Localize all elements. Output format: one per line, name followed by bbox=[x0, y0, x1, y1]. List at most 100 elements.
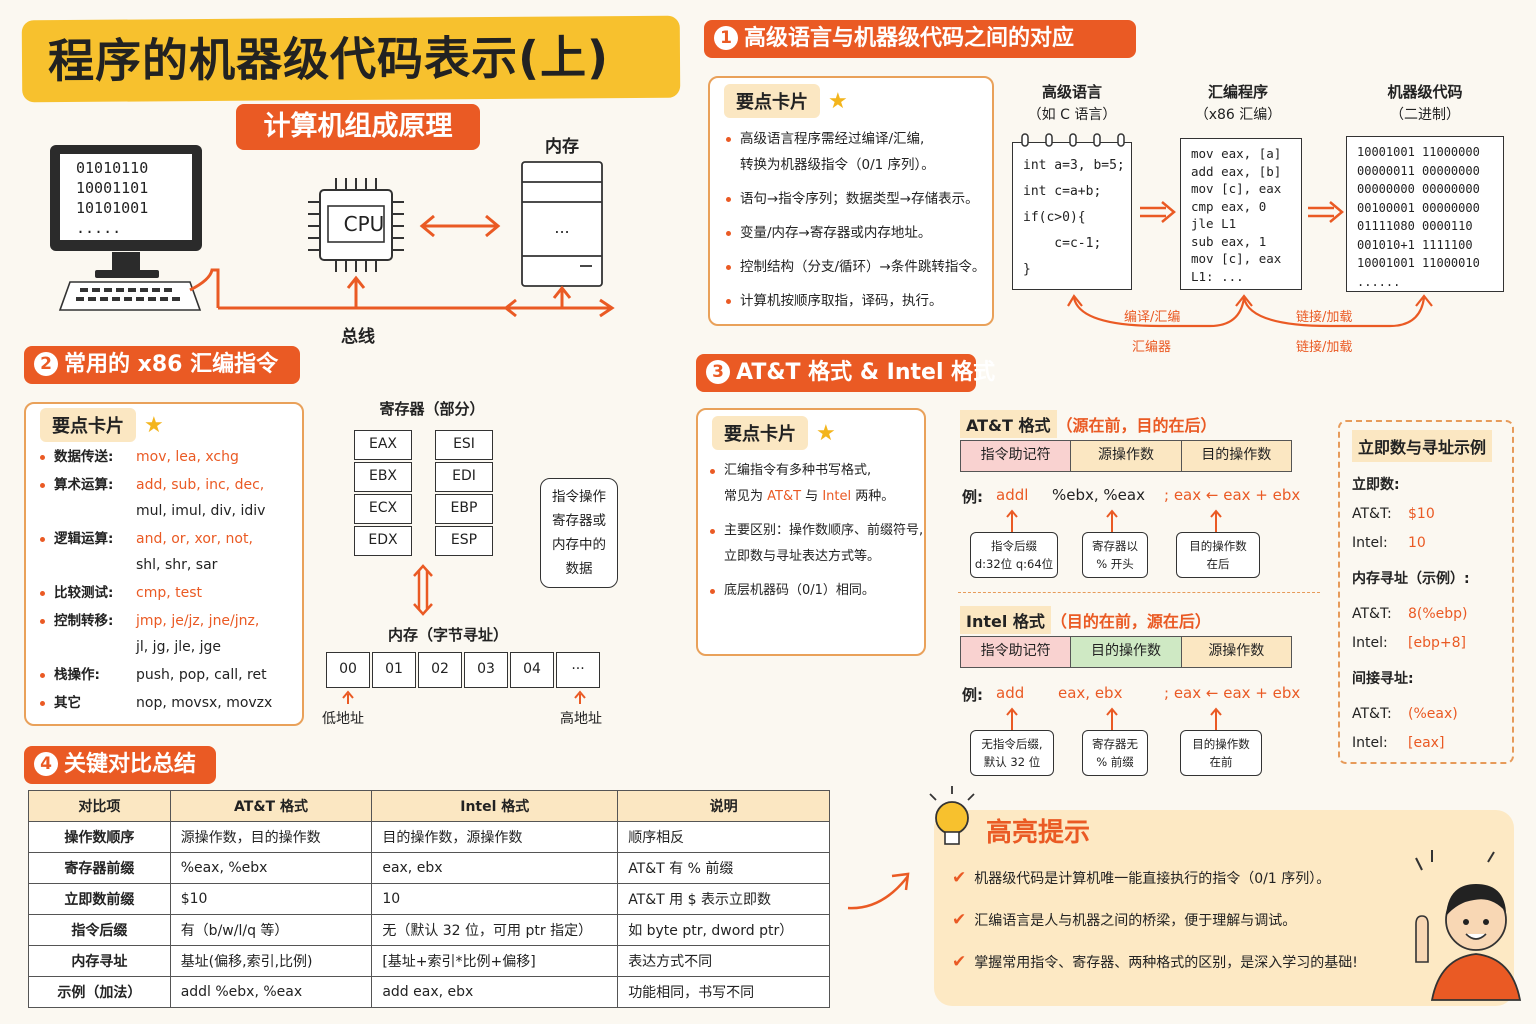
table-row: 指令后缀有（b/w/l/q 等）无（默认 32 位，可用 ptr 指定）如 by… bbox=[28, 914, 830, 946]
col-c-title: 高级语言 bbox=[1041, 83, 1102, 101]
att-example-op: addl bbox=[996, 486, 1029, 504]
highlight-panel bbox=[934, 810, 1514, 1006]
section1-card: 要点卡片★ 高级语言程序需经过编译/汇编, 转换为机器级指令（0/1 序列）。 … bbox=[708, 76, 994, 326]
card-tag: 要点卡片 bbox=[724, 84, 820, 118]
register-ecx: ECX bbox=[354, 494, 412, 524]
right-arrow-icon bbox=[1308, 201, 1344, 223]
section2-card: 要点卡片 ★ bbox=[24, 402, 304, 726]
section3-card: 要点卡片★ 汇编指令有多种书写格式, 常见为 AT&T 与 Intel 两种。 … bbox=[696, 408, 926, 656]
col-bin-sub: （二进制） bbox=[1390, 107, 1460, 123]
instr-row: 控制转移:jmp, je/jz, jne/jnz,jl, jg, jle, jg… bbox=[40, 608, 302, 662]
format-names-line: 常见为 AT&T 与 Intel 两种。 bbox=[724, 489, 895, 504]
bus-line bbox=[218, 275, 615, 318]
intel-note-register: 寄存器无 % 前缀 bbox=[1082, 730, 1148, 776]
star-icon: ★ bbox=[816, 421, 836, 446]
link-label-1: 链接/加载 bbox=[1296, 310, 1353, 325]
register-ebx: EBX bbox=[354, 462, 412, 492]
vertical-double-arrow-icon bbox=[413, 564, 433, 616]
att-operand-bar: 指令助记符 源操作数 目的操作数 bbox=[960, 440, 1292, 472]
highlight-title: 高亮提示 bbox=[986, 818, 1091, 848]
register-ebp: EBP bbox=[435, 494, 493, 524]
card-tag: 要点卡片 bbox=[40, 408, 136, 442]
table-row: 操作数顺序源操作数，目的操作数目的操作数，源操作数顺序相反 bbox=[28, 821, 830, 853]
tip-item: ✔汇编语言是人与机器之间的桥梁，便于理解与调试。 bbox=[952, 910, 1297, 930]
intel-example-label: 例: bbox=[962, 686, 983, 704]
table-row: 内存寻址基址(偏移,索引,比例)[基址+索引*比例+偏移]表达方式不同 bbox=[28, 945, 830, 977]
instr-row: 逻辑运算:and, or, xor, not,shl, shr, sar bbox=[40, 526, 302, 580]
instr-row: 数据传送:mov, lea, xchg bbox=[40, 444, 302, 472]
register-esp: ESP bbox=[435, 526, 493, 556]
memory-cell: 04 bbox=[510, 652, 554, 688]
register-title: 寄存器（部分） bbox=[379, 400, 485, 418]
instruction-list: 数据传送:mov, lea, xchg 算术运算:add, sub, inc, … bbox=[40, 444, 302, 718]
right-arrow-icon bbox=[1140, 201, 1176, 223]
memory-cell: 02 bbox=[418, 652, 462, 688]
register-edi: EDI bbox=[435, 462, 493, 492]
instr-row: 比较测试:cmp, test bbox=[40, 580, 302, 608]
cpu-label: CPU bbox=[343, 212, 385, 236]
intel-example-op: add bbox=[996, 684, 1025, 702]
memory-cell: 00 bbox=[326, 652, 370, 688]
att-format-title: AT&T 格式（源在前，目的在后） bbox=[960, 410, 1217, 438]
notebook-rings-icon bbox=[1021, 133, 1125, 147]
check-icon: ✔ bbox=[952, 952, 967, 972]
star-icon: ★ bbox=[144, 413, 164, 438]
asm-code-block: mov eax, [a] add eax, [b] mov [c], eax c… bbox=[1180, 138, 1302, 290]
col-asm-title: 汇编程序 bbox=[1207, 83, 1268, 101]
tip-item: ✔机器级代码是计算机唯一能直接执行的指令（0/1 序列）。 bbox=[952, 868, 1331, 888]
intel-note-suffix: 无指令后缀, 默认 32 位 bbox=[970, 730, 1054, 776]
addressing-title: 立即数与寻址示例 bbox=[1352, 430, 1493, 462]
flow-curve-arrows bbox=[1067, 294, 1433, 328]
memory-cell: 01 bbox=[372, 652, 416, 688]
person-illustration bbox=[1415, 850, 1522, 1001]
check-icon: ✔ bbox=[952, 910, 967, 930]
att-example-args: %ebx, %eax bbox=[1052, 486, 1145, 504]
memory-title: 内存（字节寻址） bbox=[387, 626, 508, 644]
intel-format-title: Intel 格式（目的在前，源在后） bbox=[960, 606, 1211, 634]
page-title: 程序的机器级代码表示(上) bbox=[21, 15, 681, 103]
register-edx: EDX bbox=[354, 526, 412, 556]
double-arrow-icon bbox=[419, 214, 501, 238]
low-address-label: 低地址 bbox=[322, 711, 364, 727]
intel-example-comment: ; eax ← eax + ebx bbox=[1164, 684, 1301, 702]
col-c-sub: （如 C 语言） bbox=[1027, 107, 1117, 123]
att-note-register: 寄存器以 % 开头 bbox=[1082, 532, 1148, 578]
screen-binary: 01010110 10001101 10101001 ..... bbox=[76, 159, 149, 237]
att-note-suffix: 指令后缀 d:32位 q:64位 bbox=[970, 532, 1058, 578]
c-code-block: int a=3, b=5; int c=a+b; if(c>0){ c=c-1;… bbox=[1012, 142, 1132, 290]
page-subtitle: 计算机组成原理 bbox=[236, 104, 480, 150]
intel-pointer-arrows bbox=[1006, 707, 1222, 730]
att-pointer-arrows bbox=[1006, 509, 1222, 532]
intel-note-dest: 目的操作数 在前 bbox=[1180, 730, 1262, 776]
intel-example-args: eax, ebx bbox=[1058, 684, 1123, 702]
keyboard-icon bbox=[58, 281, 202, 311]
cpu-chip-icon bbox=[308, 178, 404, 272]
lightbulb-icon bbox=[929, 786, 975, 845]
table-header-row: 对比项 AT&T 格式 Intel 格式 说明 bbox=[28, 790, 830, 822]
check-icon: ✔ bbox=[952, 868, 967, 888]
att-note-dest: 目的操作数 在后 bbox=[1176, 532, 1260, 578]
instr-row: 算术运算:add, sub, inc, dec,mul, imul, div, … bbox=[40, 472, 302, 526]
tip-item: ✔掌握常用指令、寄存器、两种格式的区别，是深入学习的基础! bbox=[952, 952, 1358, 972]
col-asm-sub: （x86 汇编） bbox=[1194, 107, 1282, 123]
card-tag: 要点卡片 bbox=[712, 416, 808, 450]
att-example-label: 例: bbox=[962, 488, 983, 506]
high-address-label: 高地址 bbox=[560, 711, 602, 727]
address-arrows bbox=[342, 690, 586, 704]
assembler-label: 汇编器 bbox=[1132, 340, 1172, 355]
att-example-comment: ; eax ← eax + ebx bbox=[1164, 486, 1301, 504]
divider bbox=[958, 592, 1320, 593]
binary-code-block: 10001001 11000000 00000011 00000000 0000… bbox=[1346, 136, 1504, 292]
memory-label: 内存 bbox=[545, 137, 579, 157]
link-label-2: 链接/加载 bbox=[1296, 340, 1353, 355]
register-esi: ESI bbox=[435, 430, 493, 460]
curved-arrow-icon bbox=[847, 872, 910, 910]
